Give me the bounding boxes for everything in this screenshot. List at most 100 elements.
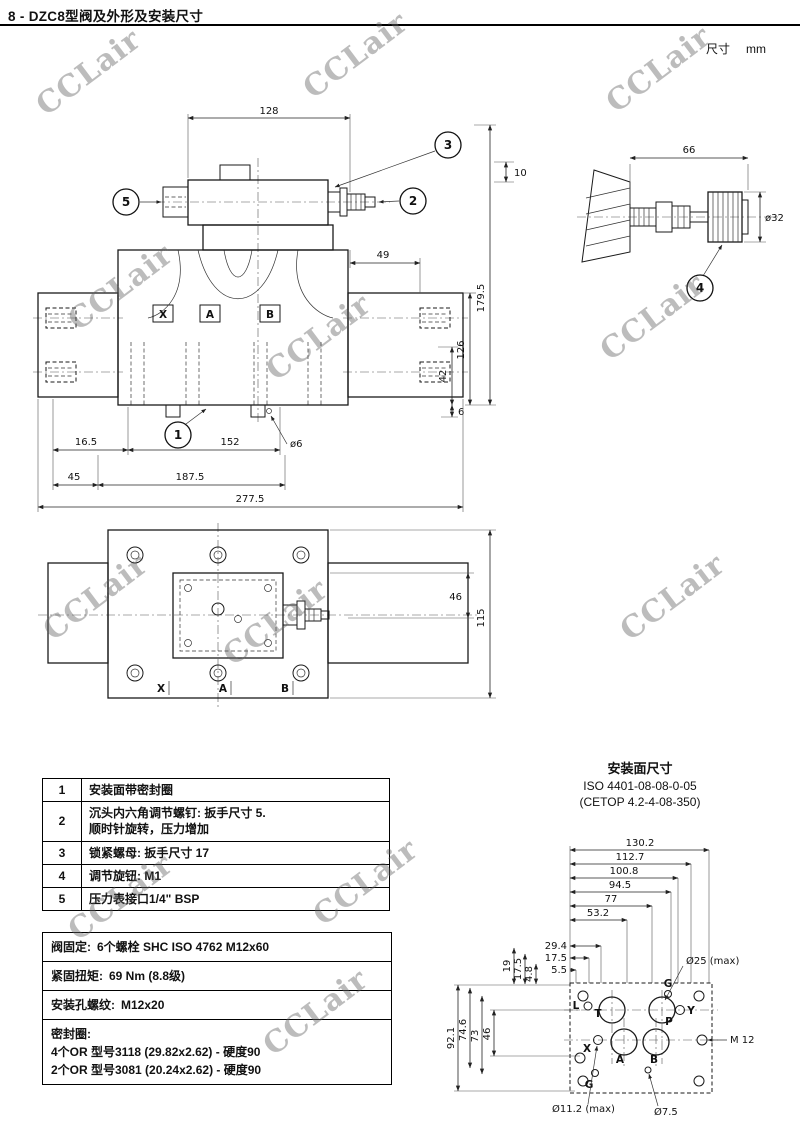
bolt-holes: [126, 546, 310, 682]
dim-130-2: 130.2: [626, 838, 655, 849]
adjustment-screw-outline: [327, 187, 376, 217]
port-label-l: L: [573, 1000, 580, 1012]
pilot-valve-top: [172, 572, 284, 659]
port-labels: X A B: [157, 681, 294, 695]
dim-94-5: 94.5: [609, 880, 631, 891]
adjustment-screw-top: [282, 600, 330, 630]
hole-callout-labels: Ø25 (max) M 12 Ø11.2 (max) Ø7.5: [552, 955, 755, 1118]
label-dia25: Ø25 (max): [686, 955, 739, 967]
port-label-t: T: [594, 1008, 602, 1020]
dim-128: 128: [259, 106, 278, 117]
table-row: 1 安装面带密封圈: [42, 777, 390, 803]
legend-text: 调节旋钮: M1: [81, 863, 390, 888]
port-label-p: P: [665, 1016, 673, 1028]
legend-num: 5: [42, 886, 82, 912]
dim-77: 77: [605, 894, 618, 905]
dim-17-5: 17.5: [545, 953, 567, 964]
dim-100-8: 100.8: [610, 866, 639, 877]
dimensions: 66 ø32: [629, 145, 784, 243]
seal-line-1: 4个OR 型号3118 (29.82x2.62) - 硬度90: [51, 1045, 261, 1059]
mounting-pattern: [564, 982, 718, 1094]
port-label-b: B: [281, 683, 289, 695]
label-dia11-2: Ø11.2 (max): [552, 1103, 615, 1115]
dim-6: 6: [458, 407, 464, 418]
page-title: 8 - DZC8型阀及外形及安装尺寸: [8, 9, 204, 24]
mounting-pattern-drawing: 130.2 112.7 100.8 94.5 77 53.2 29.4 17.5…: [446, 838, 755, 1118]
port-label-g-bottom: G: [585, 1079, 594, 1091]
dim-29-4: 29.4: [545, 941, 567, 952]
port-label-a: A: [616, 1054, 625, 1066]
port-label-g-top: G: [664, 978, 673, 990]
dim-49: 49: [377, 250, 390, 261]
callout-4: 4: [696, 281, 704, 295]
port-label-b: B: [266, 309, 274, 321]
front-view-drawing: X A B 128 10 49 179.5 126 42: [33, 106, 527, 512]
watermark: CCLair: [599, 18, 718, 121]
side-port-symbols: [45, 307, 451, 383]
mounting-port-labels: L T P Y G A B X G: [573, 978, 696, 1091]
dim-92-1: 92.1: [446, 1027, 457, 1049]
dim-5-5: 5.5: [551, 965, 567, 976]
legend-num: 3: [42, 840, 82, 865]
port-label-a: A: [206, 309, 215, 321]
dim-42: 42: [438, 370, 449, 383]
watermark: CCLair: [613, 546, 732, 649]
callout-2: 2: [409, 194, 417, 208]
legend-num: 2: [42, 801, 82, 842]
mounting-header: 安装面尺寸 ISO 4401-08-08-0-05 (CETOP 4.2-4-0…: [530, 758, 750, 810]
table-row: 5 压力表接口1/4" BSP: [42, 886, 390, 912]
dim-126: 126: [456, 340, 467, 359]
note-thread: 安装孔螺纹:M12x20: [43, 990, 391, 1019]
legend-text: 锁紧螺母: 扳手尺寸 17: [81, 840, 390, 865]
valve-body-outline: [37, 249, 464, 418]
notes-box: 阀固定:6个螺栓 SHC ISO 4762 M12x60 紧固扭矩:69 Nm …: [42, 932, 392, 1085]
body-outline: [47, 529, 469, 699]
watermark: CCLair: [296, 4, 415, 107]
table-row: 4 调节旋钮: M1: [42, 863, 390, 888]
port-label-x: X: [159, 309, 167, 321]
dim-19: 19: [502, 960, 513, 973]
seal-line-2: 2个OR 型号3081 (20.24x2.62) - 硬度90: [51, 1063, 262, 1077]
dim-66: 66: [683, 145, 696, 156]
table-row: 2 沉头内六角调节螺钉: 扳手尺寸 5.顺时针旋转，压力增加: [42, 801, 390, 842]
port-label-x: X: [157, 683, 165, 695]
dim-16-5: 16.5: [75, 437, 97, 448]
callout-5: 5: [122, 195, 130, 209]
pilot-valve-outline: [162, 164, 334, 251]
dimensions: 46 115: [330, 529, 496, 699]
units-label: 尺寸: [706, 42, 731, 56]
dim-46: 46: [449, 592, 462, 603]
top-view-drawing: X A B 46 115: [38, 523, 496, 708]
dim-10: 10: [514, 168, 527, 179]
side-vertical-dims: 92.1 74.6 73 46: [446, 984, 580, 1092]
legend-text: 沉头内六角调节螺钉: 扳手尺寸 5.顺时针旋转，压力增加: [81, 801, 390, 842]
dim-74-6: 74.6: [458, 1019, 469, 1041]
dim-4-8: 4.8: [524, 966, 535, 982]
dim-73: 73: [470, 1030, 481, 1043]
port-label-a: A: [219, 683, 228, 695]
left-dimension-stack: 29.4 17.5 5.5: [545, 941, 602, 983]
dim-dia6: ø6: [290, 439, 302, 450]
knob-assembly: [629, 191, 749, 243]
mounting-iso: ISO 4401-08-08-0-05: [583, 779, 697, 793]
legend-num: 4: [42, 863, 82, 888]
dim-187-5: 187.5: [176, 472, 205, 483]
mounting-title: 安装面尺寸: [607, 761, 673, 776]
dim-277-5: 277.5: [236, 494, 265, 505]
note-fixing: 阀固定:6个螺栓 SHC ISO 4762 M12x60: [51, 940, 270, 954]
left-rotated-dims: 19 17.5 4.8: [502, 947, 539, 985]
bolt-hole-hidden-lines: [130, 342, 322, 405]
port-label-x: X: [583, 1043, 591, 1055]
legend-text: 压力表接口1/4" BSP: [81, 886, 390, 912]
label-m12: M 12: [730, 1035, 755, 1046]
note-torque: 紧固扭矩:69 Nm (8.8级): [43, 961, 391, 990]
label-dia7-5: Ø7.5: [654, 1106, 678, 1118]
dim-115: 115: [476, 608, 487, 627]
note-seals: 密封圈: 4个OR 型号3118 (29.82x2.62) - 硬度90 2个O…: [43, 1019, 391, 1084]
legend-num: 1: [42, 777, 82, 803]
dim-152: 152: [220, 437, 239, 448]
dimensions: 128 10 49 179.5 126 42 6: [37, 106, 527, 512]
callout-3: 3: [444, 138, 452, 152]
dim-53-2: 53.2: [587, 908, 609, 919]
